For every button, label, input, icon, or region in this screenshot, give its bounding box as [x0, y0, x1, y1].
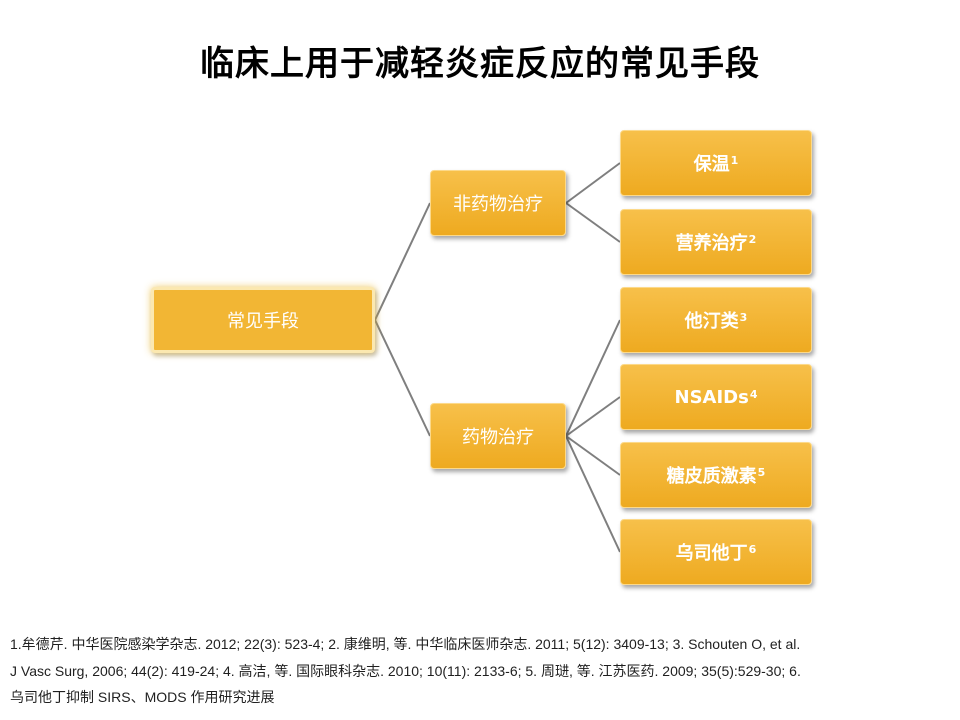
branch-node-non-drug: 非药物治疗 [430, 170, 566, 236]
page-title: 临床上用于减轻炎症反应的常见手段 [200, 44, 760, 84]
edge-branch2-leaf2 [565, 396, 621, 437]
leaf-label: 他汀类 [684, 311, 739, 332]
edge-root-branch2 [374, 319, 431, 437]
references: 1.牟德芹. 中华医院感染学杂志. 2012; 22(3): 523-4; 2.… [10, 631, 950, 711]
leaf-label: NSAIDs [674, 386, 749, 408]
edge-branch1-leaf2 [565, 202, 621, 243]
root-node: 常见手段 [151, 287, 375, 353]
edge-branch2-leaf3 [565, 435, 621, 476]
reference-line: 乌司他丁抑制 SIRS、MODS 作用研究进展 [10, 689, 275, 705]
edge-branch2-leaf1 [565, 319, 621, 437]
leaf-label: 乌司他丁 [675, 543, 748, 564]
edge-branch2-leaf4 [565, 435, 621, 553]
branch-node-drug: 药物治疗 [430, 403, 566, 469]
edge-root-branch1 [374, 202, 431, 321]
reference-line: J Vasc Surg, 2006; 44(2): 419-24; 4. 高洁,… [10, 662, 801, 679]
leaf-label: 糖皮质激素 [666, 466, 757, 487]
reference-line: 1.牟德芹. 中华医院感染学杂志. 2012; 22(3): 523-4; 2.… [10, 636, 801, 652]
leaf-label: 营养治疗 [675, 233, 748, 254]
leaf-label: 保温 [693, 154, 730, 175]
edge-branch1-leaf1 [565, 162, 621, 204]
